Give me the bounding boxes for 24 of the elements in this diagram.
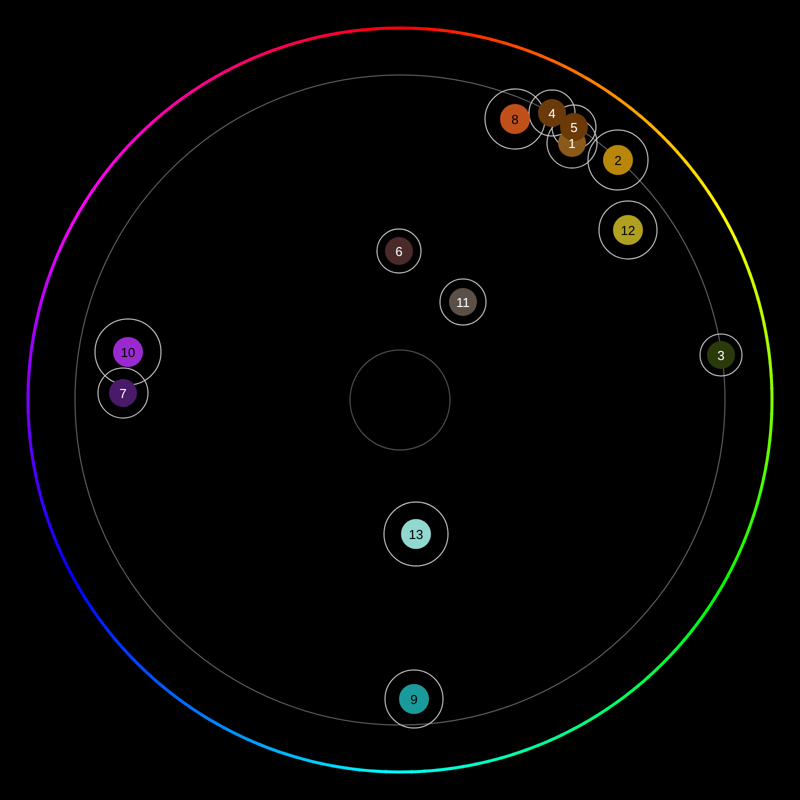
dot-number: 1 <box>568 136 576 150</box>
numbered-dot <box>399 684 429 714</box>
numbered-dot <box>613 215 643 245</box>
numbered-dot <box>707 341 735 369</box>
numbered-dot <box>385 237 413 265</box>
dot-number: 5 <box>570 120 578 134</box>
dot-number: 7 <box>119 386 127 400</box>
dot-number: 9 <box>410 692 418 706</box>
dot-number: 12 <box>620 224 636 236</box>
numbered-dot <box>113 337 143 367</box>
numbered-dot <box>401 519 431 549</box>
dot-number: 11 <box>456 296 470 308</box>
numbered-dot <box>538 99 566 127</box>
dot-number: 3 <box>717 348 725 362</box>
numbered-dot <box>500 104 530 134</box>
dot-number: 8 <box>511 112 519 126</box>
dot-number: 13 <box>408 528 424 540</box>
dot-number: 4 <box>548 106 556 120</box>
dot-number: 2 <box>614 154 622 166</box>
dot-number: 10 <box>120 346 136 358</box>
numbered-dot <box>603 145 633 175</box>
dot-number: 6 <box>395 244 403 258</box>
numbered-dot <box>449 288 477 316</box>
numbered-dot <box>109 379 137 407</box>
